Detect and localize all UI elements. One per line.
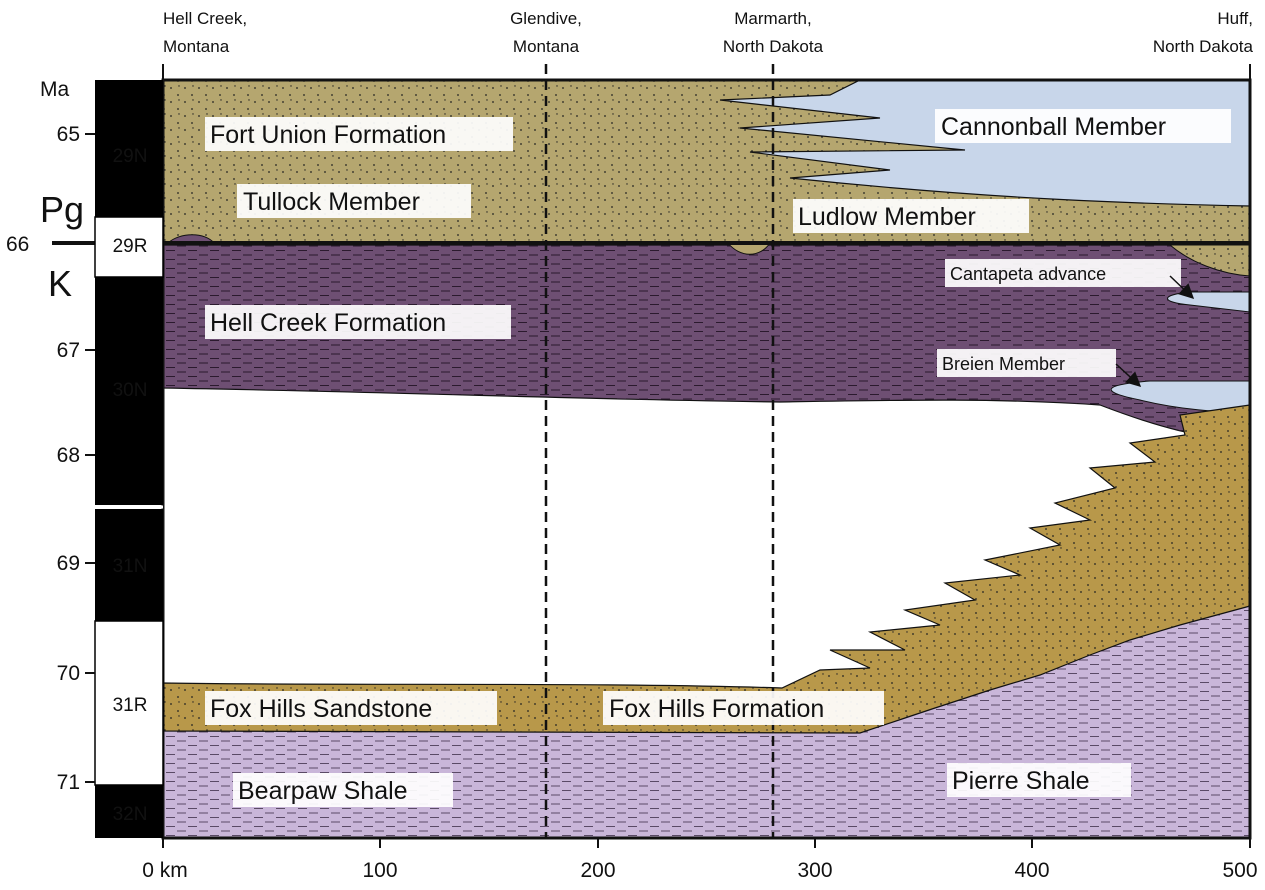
period-label-k: K [48,263,72,304]
age-axis: Ma 65 66 67 68 69 70 71 Pg K [6,78,95,794]
label-box [947,763,1131,797]
distance-tick-label: 0 km [142,859,188,882]
bearpaw-label: Bearpaw Shale [238,777,408,805]
fox-hills-dots [163,405,1250,733]
cantapeta-arrow [1169,275,1195,300]
label-box [945,259,1181,287]
tullock-label: Tullock Member [243,188,420,216]
chron-label-31n: 31N [113,556,148,577]
chron-32n-block [95,785,163,838]
chron-label-29n: 29N [113,146,148,167]
location-hell-creek-line2: Montana [163,37,230,56]
hell-creek-label: Hell Creek Formation [210,309,446,337]
pierre-label: Pierre Shale [952,767,1090,795]
location-huff-line1: Huff, [1217,9,1253,28]
ludlow-tongue-dots [1170,245,1250,276]
hell-creek-formation-layer [162,244,1251,442]
location-huff-line2: North Dakota [1153,37,1254,56]
label-box [793,199,1029,233]
location-glendive-line2: Montana [513,37,580,56]
chron-label-32n: 32N [113,804,148,825]
location-marmarth-line1: Marmarth, [734,9,811,28]
age-tick-label: 66 [6,233,29,256]
fort-union-label: Fort Union Formation [210,121,446,149]
age-tick-label: 65 [57,123,80,146]
label-box [205,117,513,151]
label-box [237,184,471,218]
ludlow-label: Ludlow Member [798,203,976,231]
unit-labels: Fort Union Formation Tullock Member Ludl… [210,113,1166,805]
breien-label: Breien Member [942,354,1065,374]
distance-tick-label: 500 [1222,859,1257,882]
cantapeta-label: Cantapeta advance [950,264,1106,284]
fox-hills-formation-label: Fox Hills Formation [609,695,824,723]
label-box [603,691,884,725]
distance-tick-label: 300 [797,859,832,882]
label-box [233,773,453,807]
hell-creek-dashes [163,245,1250,441]
age-tick-label: 70 [57,662,80,685]
period-label-pg: Pg [40,189,84,230]
age-tick-label: 67 [57,339,80,362]
polarity-column: 29N 29R 30N 31N 31R 32N [94,80,164,838]
chron-31n-block [95,509,163,621]
label-box [935,109,1231,143]
distance-tick-label: 200 [580,859,615,882]
label-box [205,305,511,339]
location-hell-creek-line1: Hell Creek, [163,9,247,28]
label-box [937,349,1116,377]
cannonball-label: Cannonball Member [941,113,1166,141]
location-labels: Hell Creek, Montana Glendive, Montana Ma… [163,9,1254,56]
age-unit-label: Ma [40,78,69,101]
unit-label-boxes [205,109,1231,807]
distance-tick-label: 400 [1014,859,1049,882]
chron-label-31r: 31R [113,695,148,716]
breien-arrow [1115,363,1142,388]
age-tick-label: 68 [57,444,80,467]
location-marmarth-line2: North Dakota [723,37,824,56]
chron-31r-block [94,620,164,786]
label-box [205,691,497,725]
distance-tick-label: 100 [362,859,397,882]
fox-hills-sandstone-label: Fox Hills Sandstone [210,695,432,723]
chron-29r-block [94,216,164,278]
age-tick-label: 71 [57,771,80,794]
chron-label-30n: 30N [113,380,148,401]
distance-axis: 0 km 100 200 300 400 500 [142,838,1258,882]
chron-29n-block [95,80,163,217]
chron-label-29r: 29R [113,236,148,257]
location-glendive-line1: Glendive, [510,9,582,28]
age-tick-label: 69 [57,552,80,575]
chron-30n-block [95,277,163,505]
